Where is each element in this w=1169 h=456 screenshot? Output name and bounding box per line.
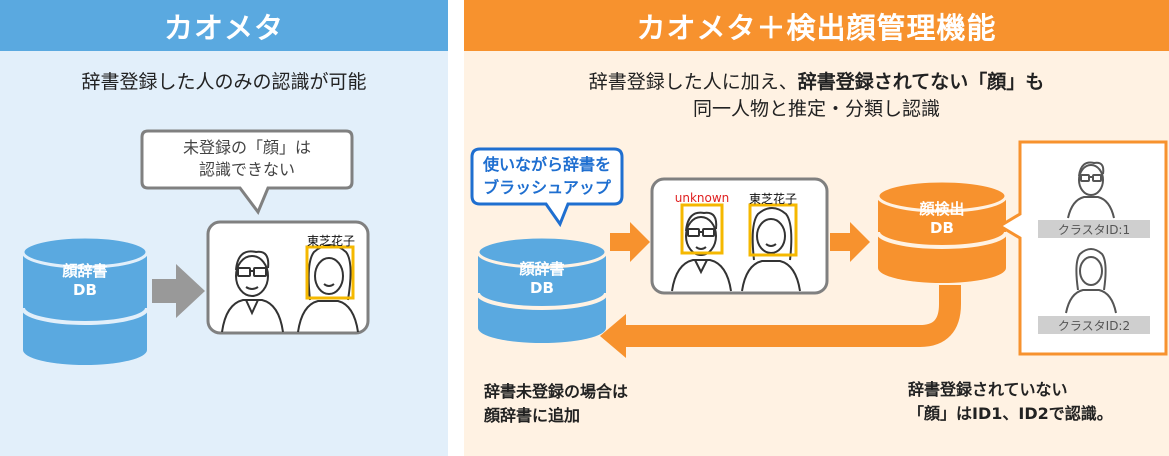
right-db-label-line-1: 顔辞書 [519, 260, 565, 278]
bubble-line-2: 認識できない [198, 160, 295, 179]
brushup-callout [470, 147, 624, 228]
left-face-dictionary-db-icon [21, 235, 149, 365]
subtitle-part-b: 辞書登録されてない「顔」 [797, 71, 1026, 93]
right-man-face-icon [671, 211, 732, 292]
brushup-callout-text: 使いながら辞書を ブラッシュアップ [472, 153, 622, 199]
note-left-line-2: 顔辞書に追加 [484, 406, 581, 425]
man-face-icon [221, 250, 284, 333]
right-panel: カオメタ＋検出顔管理機能 辞書登録した人に加え、辞書登録されてない「顔」も 同一… [464, 0, 1169, 456]
detect-db-label-line-2: DB [930, 219, 954, 237]
cluster-panel [997, 140, 1168, 356]
return-arrow-icon [600, 285, 961, 358]
right-name-tag: 東芝花子 [748, 192, 797, 206]
subtitle-part-c: も [1025, 71, 1045, 93]
cluster-2-woman-icon [1065, 248, 1117, 314]
cluster-2-label-bg [1038, 316, 1150, 334]
woman-face-icon [297, 244, 359, 333]
right-subtitle-line1: 辞書登録した人に加え、辞書登録されてない「顔」も [464, 67, 1169, 94]
note-unregistered-add: 辞書未登録の場合は 顔辞書に追加 [484, 380, 628, 428]
cluster-1-man-icon [1067, 161, 1115, 219]
detect-db-label-line-1: 顔検出 [919, 200, 965, 218]
left-speech-bubble [140, 129, 354, 215]
left-arrow-icon [152, 264, 205, 318]
subtitle-part-a: 辞書登録した人に加え、 [588, 71, 798, 93]
arrow-to-camera-icon [610, 222, 650, 262]
left-subtitle: 辞書登録した人のみの認識が可能 [81, 71, 367, 93]
right-db-label-line-2: DB [530, 279, 554, 297]
left-face-detect-box [305, 245, 355, 300]
cluster-2-label: クラスタID:2 [1057, 319, 1131, 333]
left-panel: カオメタ 辞書登録した人のみの認識が可能 [0, 0, 448, 456]
db-label-line-1: 顔辞書 [62, 262, 108, 280]
unknown-face-detect-box [680, 203, 724, 255]
cluster-1-label-bg [1038, 220, 1150, 238]
callout-line-1: 使いながら辞書を [482, 155, 611, 174]
right-subtitle-line2: 同一人物と推定・分類し認識 [692, 98, 940, 120]
unknown-tag: unknown [674, 191, 730, 205]
right-face-dictionary-db-icon [476, 235, 608, 343]
arrow-to-detect-db-icon [830, 222, 870, 262]
left-header: カオメタ [0, 0, 448, 51]
left-db-label: 顔辞書 DB [23, 262, 147, 300]
db-label-line-2: DB [73, 281, 97, 299]
bubble-line-1: 未登録の「顔」は [182, 138, 311, 157]
note-right-line-1: 辞書登録されていない [908, 380, 1068, 399]
known-face-detect-box [748, 203, 798, 257]
note-left-line-1: 辞書未登録の場合は [484, 382, 629, 401]
right-db-label: 顔辞書 DB [478, 260, 606, 298]
note-id-recognition: 辞書登録されていない 「顔」はID1、ID2で認識。 [908, 378, 1113, 426]
right-woman-face-icon [741, 207, 801, 292]
callout-line-2: ブラッシュアップ [483, 178, 611, 197]
detect-db-label: 顔検出 DB [878, 200, 1006, 238]
right-header: カオメタ＋検出顔管理機能 [464, 0, 1169, 51]
left-bubble-text: 未登録の「顔」は 認識できない [148, 137, 346, 181]
note-right-line-2: 「顔」はID1、ID2で認識。 [908, 404, 1113, 423]
right-camera-frame [650, 177, 829, 295]
right-diagram [470, 140, 1168, 358]
cluster-1-label: クラスタID:1 [1057, 223, 1131, 237]
face-detection-db-icon [876, 179, 1008, 283]
left-diagram [21, 129, 370, 365]
left-name-tag: 東芝花子 [306, 234, 355, 248]
